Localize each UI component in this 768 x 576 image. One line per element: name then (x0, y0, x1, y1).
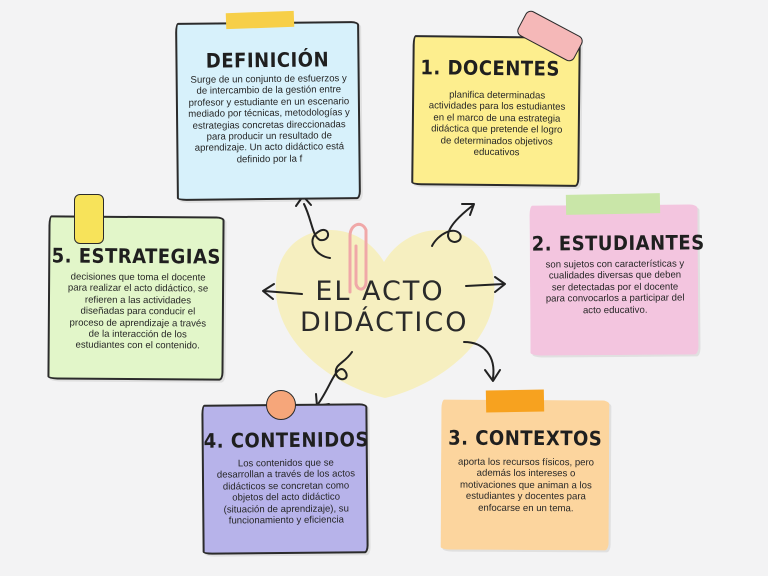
center-heart-shape (275, 229, 495, 398)
center-title-line2: DIDÁCTICO (300, 307, 469, 338)
note-docentes: 1. DOCENTES planifica determinadas activ… (411, 35, 581, 187)
estudiantes-text: son sujetos con características y cualid… (545, 258, 685, 316)
arrow-to-contextos (463, 341, 495, 379)
arrow-to-docentes (431, 205, 473, 247)
arrow-to-estudiantes (465, 283, 505, 287)
arrowhead-estrategias (262, 283, 275, 300)
arrow-to-contenidos (317, 351, 353, 405)
arrow-to-estrategias (263, 290, 303, 295)
pin-circle (266, 390, 296, 420)
contextos-title: 3. CONTEXTOS (448, 425, 603, 451)
center-title-line1: EL ACTO (315, 276, 445, 307)
docentes-text: planifica determinadas actividades para … (428, 89, 566, 159)
definicion-text: Surge de un conjunto de esfuerzos y de i… (188, 73, 350, 166)
arrowhead-contextos (484, 369, 501, 382)
center-title: EL ACTO DIDÁCTICO (300, 276, 469, 338)
tape-yellow-tab (74, 194, 104, 244)
contenidos-title: 4. CONTENIDOS (203, 427, 369, 453)
estudiantes-title: 2. ESTUDIANTES (531, 230, 705, 256)
definicion-title: DEFINICIÓN (205, 47, 330, 73)
arrow-to-definicion (303, 203, 331, 259)
arrowhead-estudiantes (494, 276, 506, 293)
contenidos-text: Los contenidos que se desarrollan a trav… (216, 457, 356, 527)
note-definicion: DEFINICIÓN Surge de un conjunto de esfue… (175, 21, 361, 201)
contextos-text: aporta los recursos físicos, pero además… (458, 456, 595, 514)
arrowhead-docentes (461, 203, 475, 216)
tape-yellow (225, 10, 295, 30)
note-contenidos: 4. CONTENIDOS Los contenidos que se desa… (201, 403, 369, 555)
note-estudiantes: 2. ESTUDIANTES son sujetos con caracterí… (529, 204, 705, 356)
tape-orange (485, 389, 545, 413)
note-contextos: 3. CONTEXTOS aporta los recursos físicos… (440, 399, 610, 551)
estrategias-text: decisiones que toma el docente para real… (67, 271, 209, 352)
docentes-title: 1. DOCENTES (420, 55, 561, 81)
estrategias-title: 5. ESTRATEGIAS (51, 243, 222, 269)
tape-green (565, 193, 661, 215)
paperclip-icon (348, 222, 368, 294)
